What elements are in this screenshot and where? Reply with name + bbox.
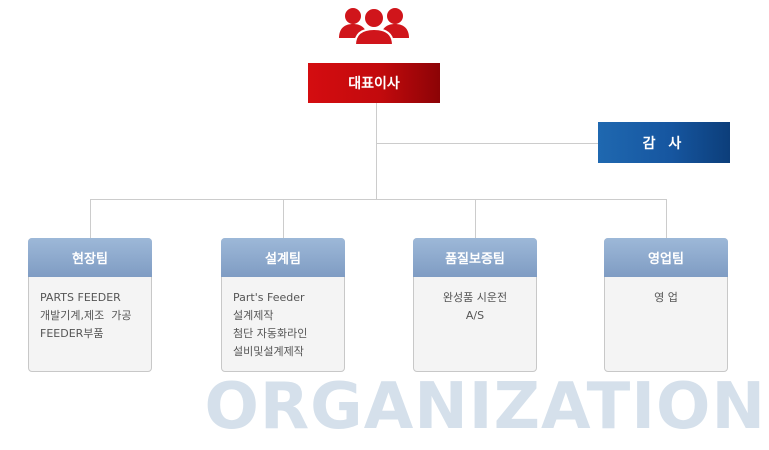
team-quality: 품질보증팀 완성품 시운전 A/S <box>413 238 537 372</box>
people-group-icon <box>339 7 409 46</box>
team-design: 설계팀 Part's Feeder 설계제작 첨단 자동화라인 설비및설계제작 <box>221 238 345 372</box>
team-duties: 완성품 시운전 A/S <box>413 289 537 325</box>
duty-item: FEEDER부품 <box>40 327 104 340</box>
team-header: 현장팀 <box>28 238 152 277</box>
team-name: 현장팀 <box>72 252 108 267</box>
duty-item: 개발기계,제조 가공 <box>40 309 132 322</box>
duty-item: 설계제작 <box>233 309 274 322</box>
team-header: 품질보증팀 <box>413 238 537 277</box>
team-header: 설계팀 <box>221 238 345 277</box>
connector-team-4 <box>666 199 667 238</box>
duty-item: Part's Feeder <box>233 291 305 304</box>
duty-item: 설비및설계제작 <box>233 345 304 358</box>
connector-team-2 <box>283 199 284 238</box>
connector-ceo-down <box>376 103 377 199</box>
team-field: 현장팀 PARTS FEEDER 개발기계,제조 가공 FEEDER부품 <box>28 238 152 372</box>
team-duties: 영 업 <box>604 289 728 307</box>
team-header: 영업팀 <box>604 238 728 277</box>
audit-box: 감 사 <box>598 122 730 163</box>
duty-item: 영 업 <box>654 291 678 304</box>
duty-item: A/S <box>465 309 485 322</box>
duty-item: 첨단 자동화라인 <box>233 327 308 340</box>
duty-item: 완성품 시운전 <box>442 291 508 304</box>
team-duties: Part's Feeder 설계제작 첨단 자동화라인 설비및설계제작 <box>233 289 337 361</box>
team-name: 영업팀 <box>648 252 684 267</box>
audit-label: 감 사 <box>642 135 686 152</box>
team-name: 설계팀 <box>265 252 301 267</box>
connector-team-3 <box>475 199 476 238</box>
connector-team-1 <box>90 199 91 238</box>
ceo-label: 대표이사 <box>348 76 400 92</box>
connector-audit <box>376 143 598 144</box>
duty-item: PARTS FEEDER <box>40 291 121 304</box>
ceo-box: 대표이사 <box>308 63 440 103</box>
connector-horizontal <box>90 199 667 200</box>
team-duties: PARTS FEEDER 개발기계,제조 가공 FEEDER부품 <box>40 289 144 343</box>
team-name: 품질보증팀 <box>445 252 505 267</box>
organization-watermark: ORGANIZATION <box>204 370 766 444</box>
team-sales: 영업팀 영 업 <box>604 238 728 372</box>
